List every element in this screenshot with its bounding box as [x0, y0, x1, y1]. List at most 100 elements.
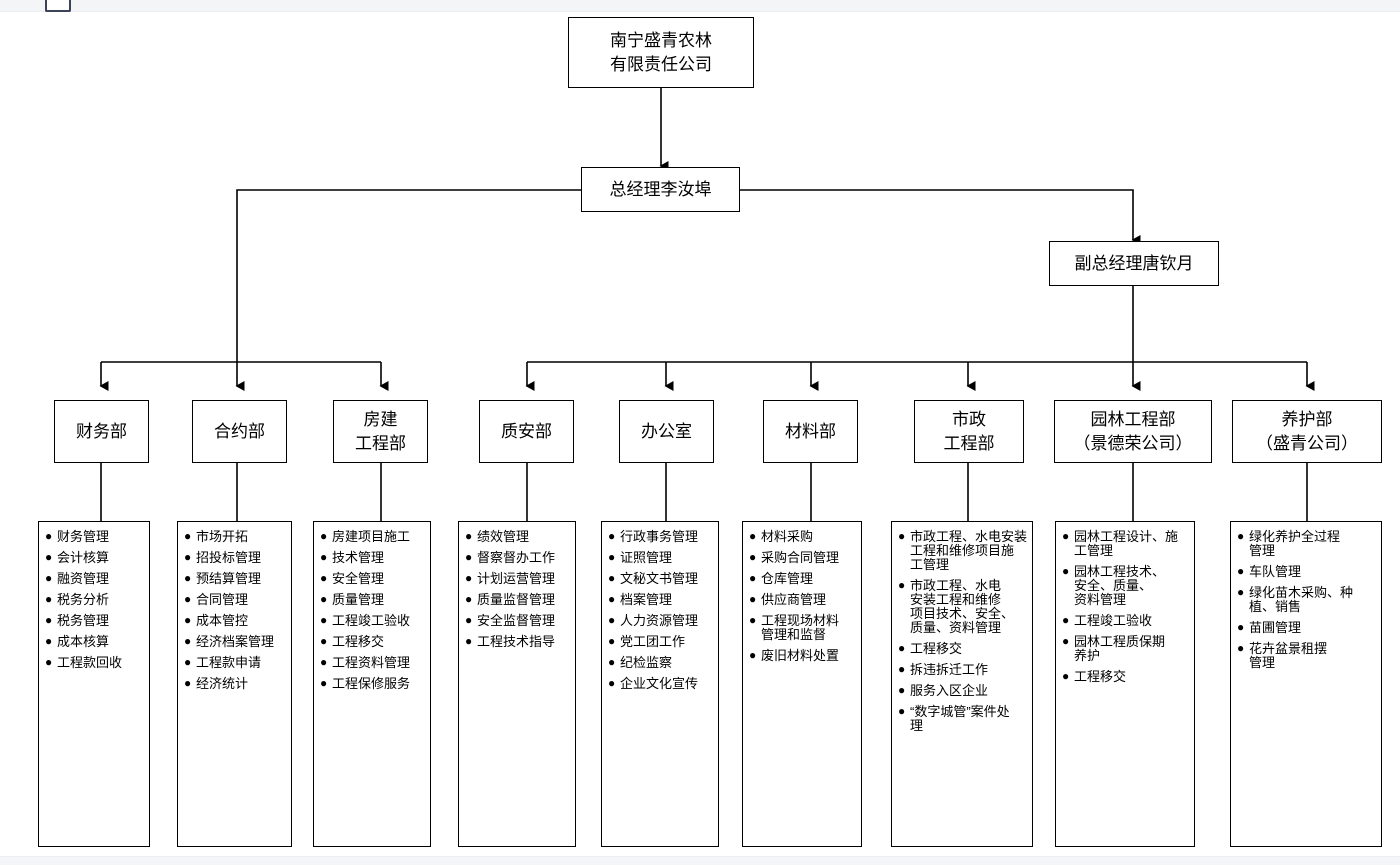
duty-item-label: 工程竣工验收	[1074, 613, 1153, 629]
duty-item: ● 园林工程质保期 养护	[1062, 635, 1189, 663]
node-department-municipal-engineering[interactable]: 市政 工程部	[914, 400, 1024, 463]
bullet-icon: ●	[749, 613, 757, 628]
duty-item: ●“数字城管”案件处 理	[898, 705, 1027, 733]
duty-item: ●工程款回收	[45, 656, 144, 670]
duty-item-label: 成本管控	[196, 613, 249, 629]
duties-list-materials[interactable]: ●材料采购●采购合同管理●仓库管理●供应商管理●工程现场材料 管理和监督●废旧材…	[742, 521, 862, 847]
duty-item-label: 督察督办工作	[477, 550, 556, 566]
duty-item-label: 采购合同管理	[761, 550, 840, 566]
bullet-icon: ●	[320, 613, 328, 628]
duty-item: ●废旧材料处置	[749, 649, 856, 663]
bullet-icon: ●	[898, 662, 906, 677]
bullet-icon: ●	[465, 592, 473, 607]
duties-list-maintenance[interactable]: ●绿化养护全过程 管理●车队管理●绿化苗木采购、种 植、销售●苗圃管理●花卉盆景…	[1230, 521, 1382, 847]
bullet-icon: ●	[1237, 585, 1245, 600]
duty-item-label: 仓库管理	[761, 571, 814, 587]
node-department-contract[interactable]: 合约部	[192, 400, 287, 463]
duty-item: ●工程移交	[320, 635, 425, 649]
duty-item: ●招投标管理	[184, 551, 286, 565]
duties-list-landscape-engineering[interactable]: ●园林工程设计、施 工管理●园林工程技术、 安全、质量、 资料管理●工程竣工验收…	[1055, 521, 1195, 847]
node-department-quality-safety[interactable]: 质安部	[479, 400, 574, 463]
node-department-landscape-engineering[interactable]: 园林工程部 （景德荣公司）	[1054, 400, 1212, 463]
bullet-icon: ●	[1062, 669, 1070, 684]
node-department-maintenance[interactable]: 养护部 （盛青公司）	[1232, 400, 1382, 463]
bullet-icon: ●	[465, 571, 473, 586]
bullet-icon: ●	[1237, 641, 1245, 656]
duty-item: ●苗圃管理	[1237, 621, 1376, 635]
duties-list-office[interactable]: ●行政事务管理●证照管理●文秘文书管理●档案管理●人力资源管理●党工团工作●纪检…	[601, 521, 719, 847]
duty-item-label: 工程竣工验收	[332, 613, 411, 629]
duty-item-label: 财务管理	[57, 529, 110, 544]
bullet-icon: ●	[749, 571, 757, 586]
duty-item: ●绩效管理	[465, 529, 570, 544]
bullet-icon: ●	[45, 613, 53, 628]
duty-item: ●工程竣工验收	[1062, 614, 1189, 628]
bullet-icon: ●	[608, 655, 616, 670]
bullet-icon: ●	[749, 592, 757, 607]
duty-item: ●市场开拓	[184, 529, 286, 544]
bullet-icon: ●	[1062, 529, 1070, 543]
duties-list-municipal-engineering[interactable]: ●市政工程、水电安装 工程和维修项目施 工管理●市政工程、水电 安装工程和维修 …	[891, 521, 1033, 847]
duty-item-label: 工程移交	[332, 634, 385, 650]
duty-item-label: 档案管理	[620, 592, 673, 608]
duty-item-label: 预结算管理	[196, 571, 262, 587]
duty-item-label: 纪检监察	[620, 655, 673, 671]
node-company-root[interactable]: 南宁盛青农林 有限责任公司	[568, 17, 754, 88]
duty-item-label: 税务管理	[57, 613, 110, 629]
duty-item: ●安全管理	[320, 572, 425, 586]
bullet-icon: ●	[608, 529, 616, 543]
duty-item-label: 苗圃管理	[1249, 620, 1302, 636]
duty-item-label: 工程现场材料 管理和监督	[761, 613, 840, 643]
bullet-icon: ●	[320, 550, 328, 565]
bullet-icon: ●	[184, 529, 192, 543]
duty-item: ● 仓库管理	[749, 572, 856, 586]
duty-item: ●采购合同管理	[749, 551, 856, 565]
duty-item-label: 合同管理	[196, 592, 249, 608]
duties-list-finance[interactable]: ●财务管理●会计核算●融资管理●税务分析●税务管理●成本核算●工程款回收	[38, 521, 150, 847]
duty-item-label: 安全监督管理	[477, 613, 556, 629]
duties-list-building-engineering[interactable]: ●房建项目施工●技术管理●安全管理●质量管理●工程竣工验收●工程移交●工程资料管…	[313, 521, 431, 847]
node-department-building-engineering[interactable]: 房建 工程部	[333, 400, 428, 463]
bullet-icon: ●	[898, 529, 906, 543]
duties-list-contract[interactable]: ●市场开拓●招投标管理●预结算管理●合同管理●成本管控●经济档案管理●工程款申请…	[177, 521, 292, 847]
duty-item-label: 工程移交	[1074, 669, 1127, 685]
bullet-icon: ●	[184, 634, 192, 649]
node-deputy-manager[interactable]: 副总经理唐钦月	[1049, 241, 1219, 286]
node-department-materials[interactable]: 材料部	[763, 400, 858, 463]
node-department-finance[interactable]: 财务部	[54, 400, 149, 463]
duty-item: ●供应商管理	[749, 593, 856, 607]
duty-item-label: 材料采购	[761, 529, 814, 544]
bullet-icon: ●	[749, 648, 757, 663]
bullet-icon: ●	[608, 571, 616, 586]
duty-item-label: 工程技术指导	[477, 634, 556, 650]
bullet-icon: ●	[1062, 634, 1070, 649]
duty-item: ●园林工程设计、施 工管理	[1062, 529, 1189, 558]
duty-item-label: 园林工程质保期 养护	[1074, 634, 1166, 664]
bullet-icon: ●	[184, 592, 192, 607]
duty-item-label: 技术管理	[332, 550, 385, 566]
duty-item: ●材料采购	[749, 529, 856, 544]
bullet-icon: ●	[465, 634, 473, 649]
duty-item: ●服务入区企业	[898, 684, 1027, 698]
node-department-office[interactable]: 办公室	[619, 400, 714, 463]
duty-item-label: 绿化养护全过程 管理	[1249, 529, 1341, 559]
duty-item: ●会计核算	[45, 551, 144, 565]
duty-item: ●市政工程、水电 安装工程和维修 项目技术、安全、 质量、资料管理	[898, 579, 1027, 635]
duties-list-quality-safety[interactable]: ●绩效管理●督察督办工作●计划运营管理●质量监督管理●安全监督管理●工程技术指导	[458, 521, 576, 847]
duty-item-label: 企业文化宣传	[620, 676, 699, 692]
duty-item: ● 工程技术指导	[465, 635, 570, 649]
duty-item-label: 工程资料管理	[332, 655, 411, 671]
bullet-icon: ●	[45, 592, 53, 607]
duty-item: ●督察督办工作	[465, 551, 570, 565]
bullet-icon: ●	[608, 613, 616, 628]
duty-item: ●证照管理	[608, 551, 713, 565]
duty-item: ●拆违拆迁工作	[898, 663, 1027, 677]
bullet-icon: ●	[320, 655, 328, 670]
document-tab-handle[interactable]	[45, 0, 71, 12]
duty-item-label: 园林工程技术、 安全、质量、 资料管理	[1074, 564, 1166, 608]
bullet-icon: ●	[898, 641, 906, 656]
bullet-icon: ●	[320, 592, 328, 607]
duty-item-label: 人力资源管理	[620, 613, 699, 629]
node-general-manager[interactable]: 总经理李汝埠	[581, 167, 740, 212]
